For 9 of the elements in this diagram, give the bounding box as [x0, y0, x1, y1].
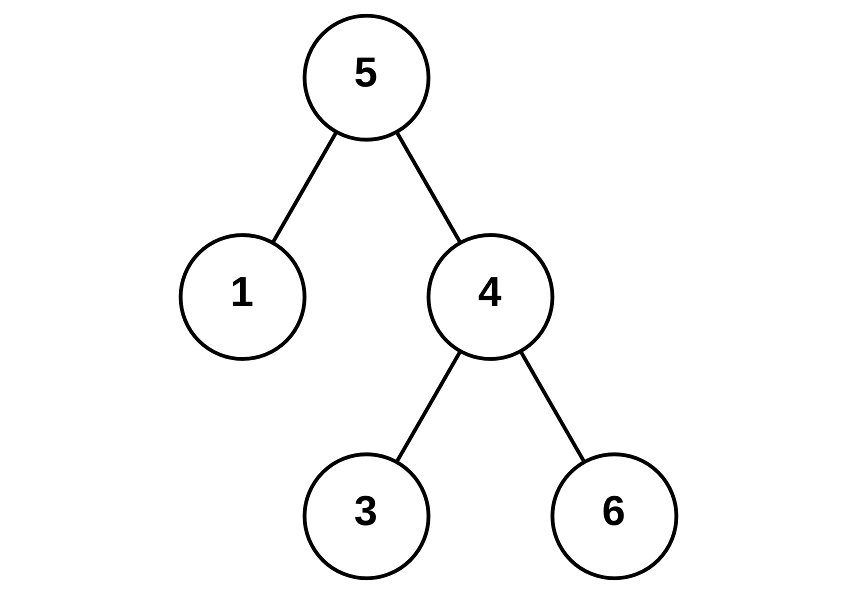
- node-circle: 3: [302, 452, 430, 580]
- connector: [394, 350, 462, 462]
- connector: [518, 350, 586, 462]
- connector: [270, 131, 338, 244]
- node-circle: 6: [550, 452, 678, 580]
- node-circle: 4: [426, 233, 554, 361]
- connector: [394, 131, 462, 244]
- node-circle: 5: [302, 14, 430, 142]
- node-circle: 1: [178, 233, 306, 361]
